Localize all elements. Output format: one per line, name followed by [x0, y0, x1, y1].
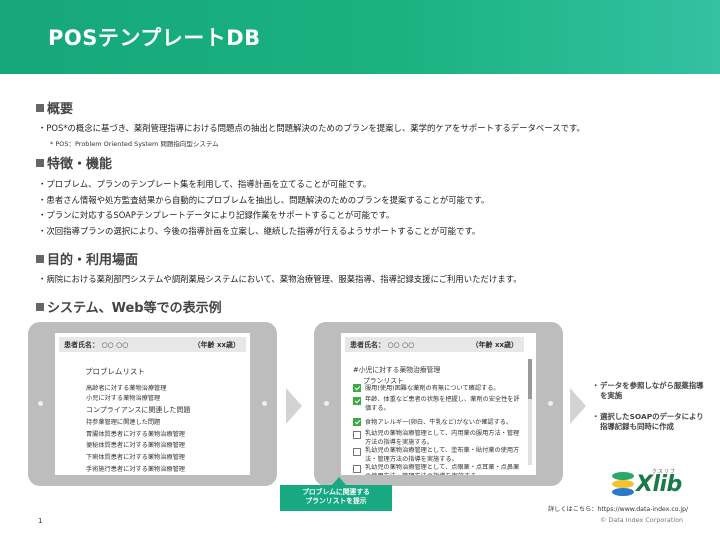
patient-name: 患者氏名： ○○ ○○: [64, 341, 129, 349]
scrollbar[interactable]: [528, 359, 532, 465]
patient-age: （年齢 xx歳）: [471, 341, 518, 349]
problem-list-title: プロブレムリスト: [85, 367, 145, 376]
chevron-right-icon: [570, 388, 586, 424]
problem-item[interactable]: 手術施行患者に対する薬物治療管理: [86, 466, 185, 473]
bullet-square-icon: [36, 255, 44, 263]
problem-item[interactable]: 持参薬管理に関連した問題: [86, 419, 161, 426]
plan-item: 乳幼児の薬物治療管理として、塗布薬・貼付薬の使用方法・管理方法の指導を実施する。: [365, 447, 520, 463]
plan-checkbox[interactable]: [353, 397, 361, 405]
tablet-camera-dot: [38, 401, 43, 406]
feature-bullet: ・患者さん情報や処方監査結果から自動的にプロブレムを抽出し、問題解決のためのプラ…: [38, 195, 490, 205]
plan-list-title: プランリスト: [363, 377, 404, 385]
logo-wordmark: Xlib: [636, 472, 682, 497]
bullet-square-icon: [36, 104, 44, 112]
plan-item: 服用(使用)困難な薬剤の有無について確認する。: [365, 385, 500, 392]
section-heading-overview: 概要: [36, 98, 73, 117]
plan-checkbox[interactable]: [353, 384, 361, 392]
tablet-camera-dot: [324, 401, 329, 406]
problem-item[interactable]: 高齢者に対する薬物治療管理: [86, 385, 167, 392]
problem-item[interactable]: 小児に対する薬物治療管理: [86, 395, 161, 402]
feature-bullet: ・プランに対応するSOAPテンプレートデータにより記録作業をサポートすることが可…: [38, 210, 395, 220]
problem-item[interactable]: 便秘体質患者に対する薬物治療管理: [86, 442, 185, 449]
patient-age: （年齢 xx歳）: [193, 341, 240, 349]
tablet-home-dot: [262, 401, 267, 406]
title-banner: POSテンプレートDB: [0, 0, 720, 74]
page-title: POSテンプレートDB: [48, 26, 261, 50]
patient-bar: 患者氏名： ○○ ○○ （年齢 xx歳）: [345, 337, 524, 352]
plan-item: 食物アレルギー(卵白、牛乳など)がないか確認する。: [365, 419, 513, 426]
plan-checkbox[interactable]: [353, 431, 361, 439]
plan-item: 乳幼児の薬物治療管理として、内用薬の服用方法・管理方法の指導を実施する。: [365, 430, 520, 446]
side-note: ・データを参照しながら服薬指導を実施: [592, 381, 704, 400]
plan-callout: プロブレムに関連する プランリストを提示: [280, 477, 392, 511]
section-heading-display: システム、Web等での表示例: [36, 297, 222, 316]
xlib-logo-icon: [612, 472, 634, 496]
section-heading-purpose: 目的・利用場面: [36, 249, 138, 268]
plan-item: 乳幼児の薬物治療管理として、点眼薬・点耳薬・点鼻薬の使用方法・管理方法の指導を実…: [365, 464, 520, 475]
side-note: ・選択したSOAPのデータにより指導記録も同時に作成: [592, 412, 704, 431]
problem-item[interactable]: コンプライアンスに関連した問題: [86, 406, 191, 414]
scrollbar-thumb[interactable]: [528, 359, 532, 399]
patient-bar: 患者氏名： ○○ ○○ （年齢 xx歳）: [59, 337, 246, 352]
patient-name: 患者氏名： ○○ ○○: [350, 341, 415, 349]
section-heading-features: 特徴・機能: [36, 153, 112, 172]
tablet-screen: 患者氏名： ○○ ○○ （年齢 xx歳） プロブレムリスト 高齢者に対する薬物治…: [55, 333, 250, 475]
plan-item: 年齢、体重など患者の状態を把握し、薬剤の安全性を評価する。: [365, 396, 520, 412]
footer-link[interactable]: 詳しくはこちら：https://www.data-index.co.jp/: [548, 506, 689, 513]
bullet-square-icon: [36, 159, 44, 167]
logo-kana: クスリブ: [652, 469, 676, 475]
page-number: 1: [38, 517, 43, 525]
tablet-problem-list: 患者氏名： ○○ ○○ （年齢 xx歳） プロブレムリスト 高齢者に対する薬物治…: [28, 322, 277, 486]
plan-checkbox[interactable]: [353, 465, 361, 473]
tablet-plan-list: 患者氏名： ○○ ○○ （年齢 xx歳） #小児に対する薬物治療管理 プランリス…: [314, 322, 563, 486]
overview-note: * POS：Problem Oriented System 問題指向型システム: [50, 140, 219, 148]
feature-bullet: ・プロブレム、プランのテンプレート集を利用して、指導計画を立てることが可能です。: [38, 179, 372, 189]
purpose-bullet: ・病院における薬剤部門システムや調剤薬局システムにおいて、薬物治療管理、服薬指導…: [38, 274, 522, 284]
chevron-right-icon: [286, 388, 302, 424]
plan-checkbox[interactable]: [353, 448, 361, 456]
tablet-screen: 患者氏名： ○○ ○○ （年齢 xx歳） #小児に対する薬物治療管理 プランリス…: [341, 333, 536, 475]
problem-item[interactable]: 下痢体質患者に対する薬物治療管理: [86, 454, 185, 461]
problem-item[interactable]: 胃腸体質患者に対する薬物治療管理: [86, 431, 185, 438]
feature-bullet: ・次回指導プランの選択により、今後の指導計画を立案し、継続した指導が行えるようサ…: [38, 226, 481, 236]
bullet-square-icon: [36, 303, 44, 311]
overview-bullet: ・POS*の概念に基づき、薬剤管理指導における問題点の抽出と問題解決のためのプラ…: [38, 123, 585, 133]
tablet-home-dot: [548, 401, 553, 406]
problem-title: #小児に対する薬物治療管理: [353, 366, 441, 374]
footer-copyright: © Data Index Corporation: [600, 516, 684, 524]
plan-checkbox[interactable]: [353, 418, 361, 426]
